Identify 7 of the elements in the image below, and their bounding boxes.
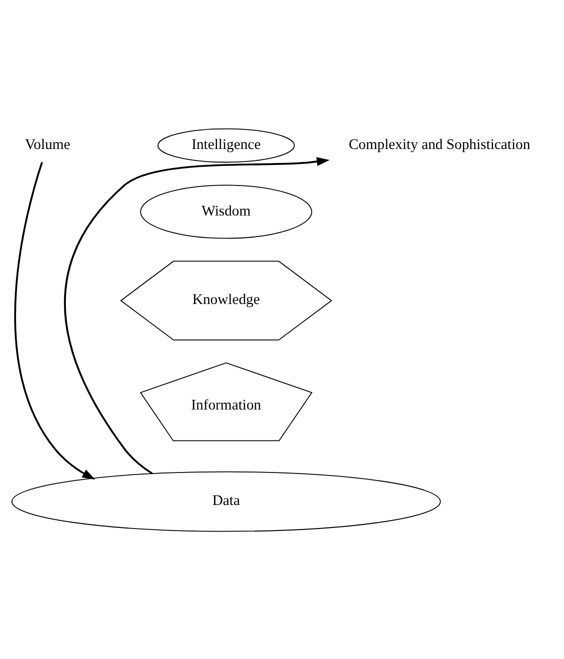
arrow [64,156,330,474]
node-text: Volume [24,136,70,152]
arrow [14,161,96,480]
node-ellipse: Wisdom [140,184,312,238]
node-text: Complexity and Sophistication [348,136,530,152]
node-ellipse: Data [11,470,441,532]
node-ellipse: Intelligence [157,128,295,162]
